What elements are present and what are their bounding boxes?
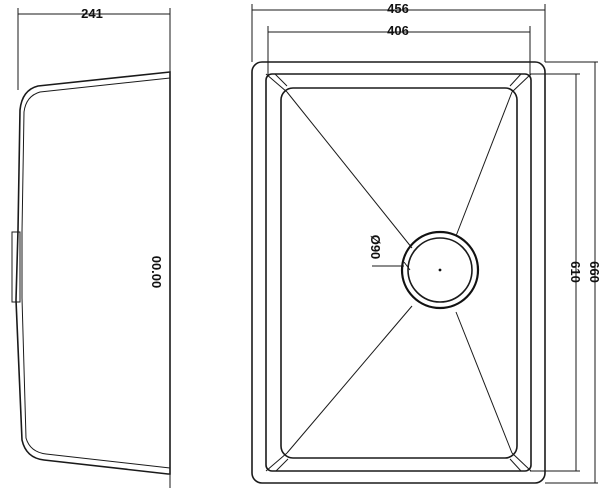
side-profile-outline: [15, 71, 171, 475]
corner-bevels: [265, 73, 532, 472]
inner-rim: [265, 73, 532, 472]
outer-width-label: 456: [387, 1, 409, 16]
side-view: 241 00.00: [11, 6, 171, 488]
side-profile-inner: [21, 77, 171, 469]
outer-height-dimension: 660: [545, 61, 600, 484]
inner-height-dimension: 610: [530, 73, 583, 472]
side-width-dimension: 241: [17, 6, 171, 90]
drain: [400, 230, 480, 310]
outer-flange: [251, 61, 546, 484]
inner-width-label: 406: [387, 23, 409, 38]
outer-height-label: 660: [587, 261, 600, 283]
drain-slope-lines: [286, 91, 513, 454]
drain-label: Ø90: [368, 235, 383, 260]
side-flange-tab: [11, 231, 21, 303]
inner-width-dimension: 406: [267, 23, 531, 76]
side-width-label: 241: [81, 6, 103, 21]
side-center-label: 00.00: [149, 256, 164, 289]
drain-dimension: Ø90: [368, 235, 411, 271]
outer-width-dimension: 456: [251, 1, 546, 62]
bowl-basin: [280, 87, 518, 459]
top-view: 456 406: [251, 1, 600, 484]
inner-height-label: 610: [568, 261, 583, 283]
